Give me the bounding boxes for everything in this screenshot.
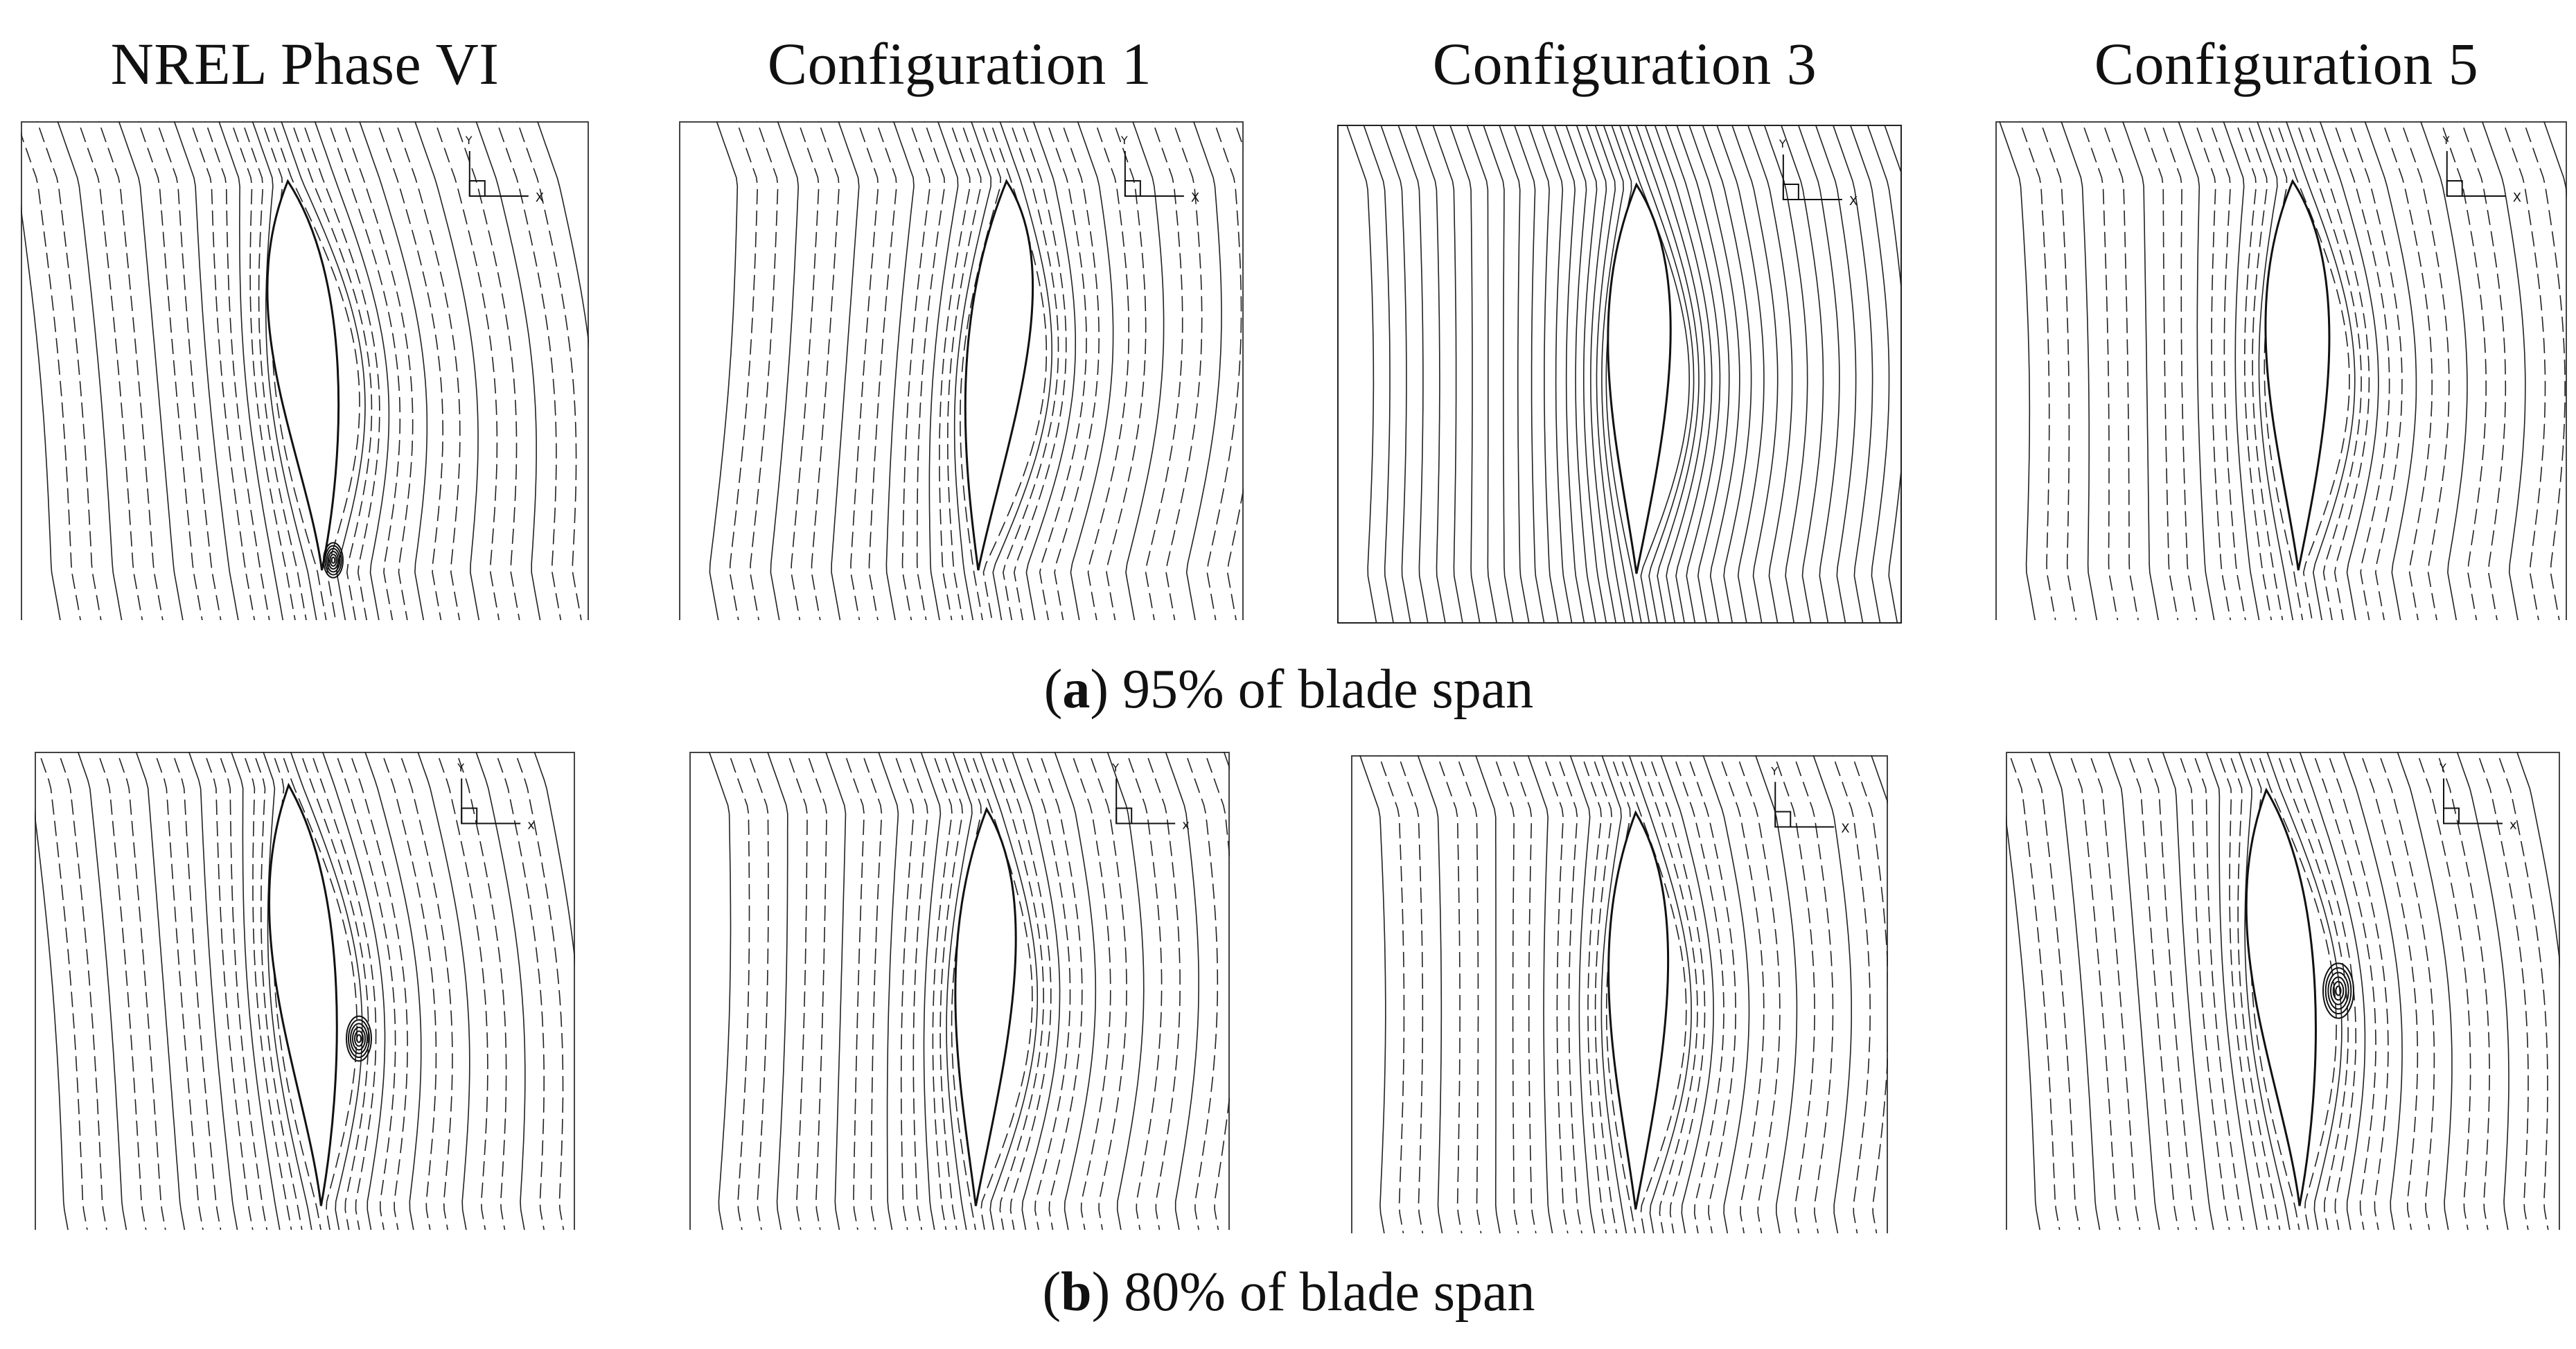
axis-triad-icon bbox=[1774, 782, 1835, 828]
streamlines bbox=[708, 752, 1230, 1230]
streamlines bbox=[1359, 755, 1888, 1233]
caption-text-b: 80% of blade span bbox=[1110, 1262, 1535, 1323]
airfoil-section bbox=[268, 782, 338, 1206]
axis-triad-icon bbox=[1782, 155, 1842, 200]
axis-y-label: Y bbox=[1111, 761, 1119, 775]
airfoil-section bbox=[2245, 787, 2317, 1206]
axis-triad-icon bbox=[468, 151, 529, 197]
plot-frame bbox=[35, 752, 575, 1230]
streamlines bbox=[21, 121, 589, 620]
axis-x-label: X bbox=[536, 191, 544, 205]
caption-letter-b: b bbox=[1061, 1262, 1092, 1323]
plot-frame bbox=[689, 752, 1230, 1230]
streamline-plot: XY bbox=[679, 121, 1244, 620]
streamline-plot: xY bbox=[2006, 752, 2560, 1230]
plot-frame bbox=[1351, 755, 1888, 1233]
axis-triad-icon bbox=[461, 778, 521, 825]
streamlines bbox=[1999, 121, 2567, 620]
caption-letter-a: a bbox=[1062, 659, 1091, 720]
airfoil-section bbox=[1607, 182, 1672, 574]
streamline-plot: XY bbox=[1351, 755, 1888, 1233]
axis-y-label: Y bbox=[1770, 765, 1778, 778]
plot-frame bbox=[679, 121, 1244, 620]
caption-row-b: (b) 80% of blade span bbox=[1042, 1262, 1535, 1323]
airfoil-section bbox=[2264, 179, 2331, 571]
axis-x-label: X bbox=[1849, 194, 1858, 209]
axis-triad-icon bbox=[2446, 151, 2506, 197]
vortex bbox=[2322, 962, 2354, 1019]
axis-y-label: Y bbox=[1120, 134, 1128, 147]
vortex bbox=[346, 1015, 372, 1062]
streamline-plot: xY bbox=[689, 752, 1230, 1230]
axis-x-label: X bbox=[1841, 822, 1849, 836]
axis-y-label: Y bbox=[1779, 137, 1786, 150]
axis-x-label: x bbox=[1182, 818, 1190, 833]
axis-x-label: X bbox=[2513, 191, 2521, 205]
axis-triad-icon bbox=[2443, 778, 2503, 825]
plot-frame bbox=[2006, 752, 2560, 1230]
axis-y-label: Y bbox=[2442, 134, 2450, 147]
streamlines bbox=[2006, 752, 2560, 1230]
column-title-nrel: NREL Phase VI bbox=[110, 30, 500, 97]
airfoil-section bbox=[964, 179, 1034, 571]
axis-y-label: Y bbox=[2439, 761, 2446, 775]
streamline-plot: XY bbox=[21, 121, 589, 620]
column-title-config-1: Configuration 1 bbox=[767, 30, 1152, 97]
plot-frame bbox=[21, 121, 589, 620]
streamlines bbox=[1346, 125, 1902, 624]
airfoil-section bbox=[1607, 810, 1670, 1210]
axis-x-label: X bbox=[1191, 191, 1199, 205]
axis-triad-icon bbox=[1115, 778, 1176, 825]
plot-frame bbox=[1995, 121, 2567, 620]
axis-triad-icon bbox=[1124, 151, 1184, 197]
caption-row-a: (a) 95% of blade span bbox=[1043, 659, 1534, 720]
axis-y-label: Y bbox=[457, 761, 464, 775]
streamline-plot: XY bbox=[1995, 121, 2567, 620]
axis-x-label: x bbox=[2509, 818, 2517, 833]
column-title-config-3: Configuration 3 bbox=[1432, 30, 1817, 97]
streamline-plot: xY bbox=[35, 752, 575, 1230]
axis-x-label: x bbox=[527, 818, 535, 833]
airfoil-section bbox=[954, 806, 1017, 1206]
axis-y-label: Y bbox=[465, 134, 473, 147]
streamlines bbox=[709, 121, 1244, 620]
streamline-plot: XY bbox=[1337, 125, 1902, 624]
column-title-config-5: Configuration 5 bbox=[2094, 30, 2479, 97]
vortex bbox=[323, 542, 344, 579]
airfoil-section bbox=[266, 179, 340, 571]
caption-text-a: 95% of blade span bbox=[1109, 659, 1534, 720]
